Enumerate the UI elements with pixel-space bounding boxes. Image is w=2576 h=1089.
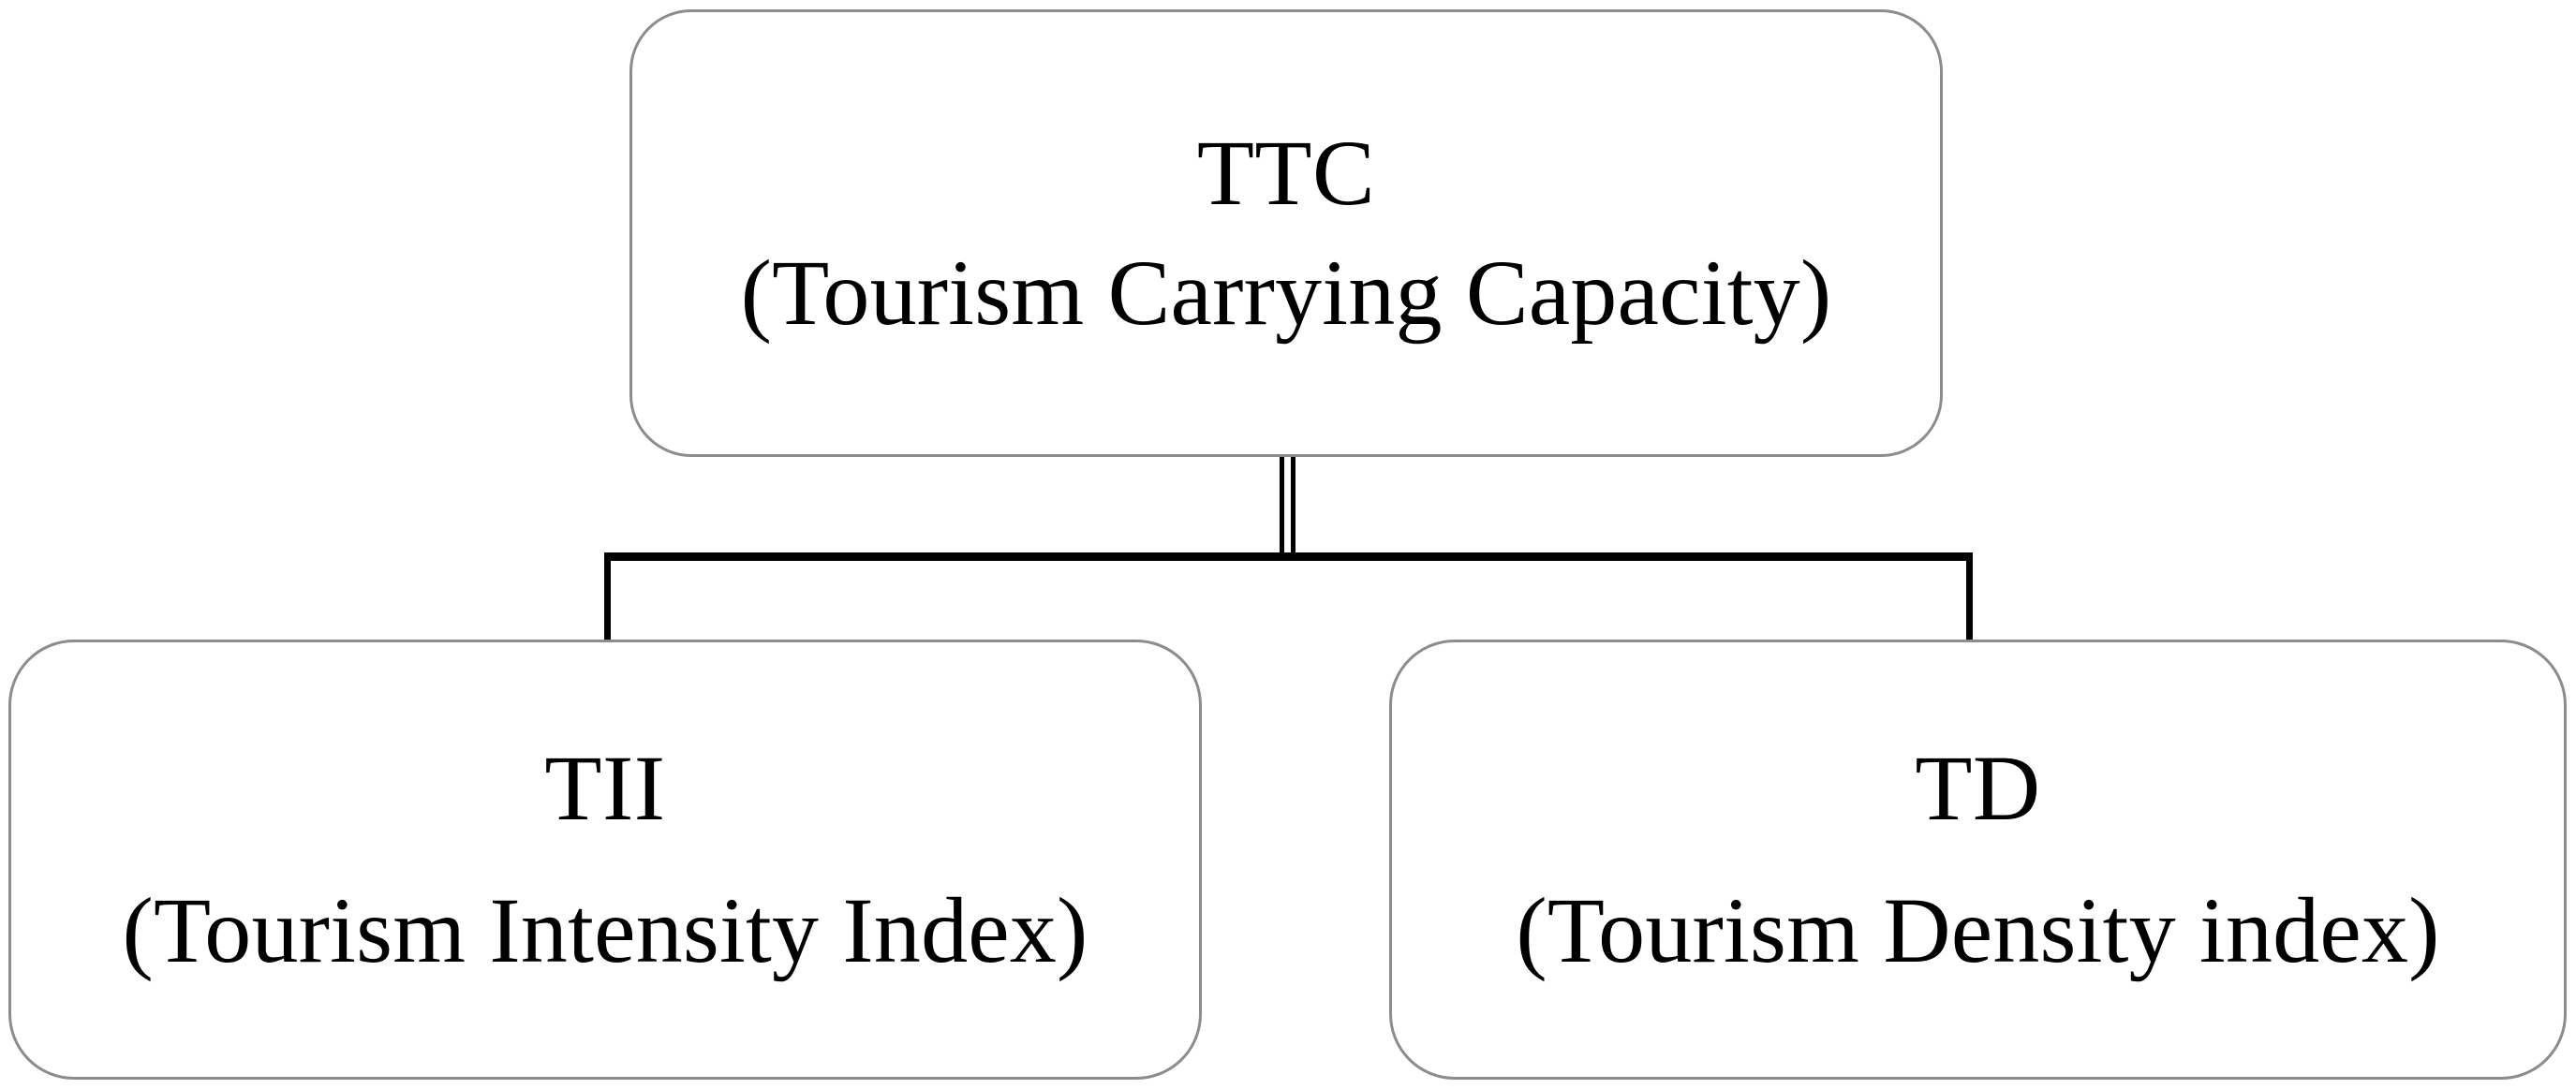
- node-ttc[interactable]: TTC (Tourism Carrying Capacity): [629, 9, 1943, 457]
- node-tii-abbreviation: TII: [544, 736, 666, 840]
- node-td[interactable]: TD (Tourism Density index): [1389, 640, 2567, 1080]
- node-tii-expansion: (Tourism Intensity Index): [122, 878, 1088, 982]
- node-ttc-expansion: (Tourism Carrying Capacity): [740, 241, 1832, 345]
- connector-drop-to-tii: [604, 552, 611, 641]
- root-stem-line-right: [1291, 454, 1295, 559]
- horizontal-distribution-bar: [604, 552, 1973, 561]
- node-td-abbreviation: TD: [1915, 736, 2041, 840]
- root-stem-line-left: [1280, 454, 1284, 559]
- connector-drop-to-td: [1966, 552, 1973, 641]
- node-tii[interactable]: TII (Tourism Intensity Index): [8, 640, 1202, 1080]
- node-td-expansion: (Tourism Density index): [1516, 878, 2440, 982]
- node-ttc-abbreviation: TTC: [1196, 121, 1376, 225]
